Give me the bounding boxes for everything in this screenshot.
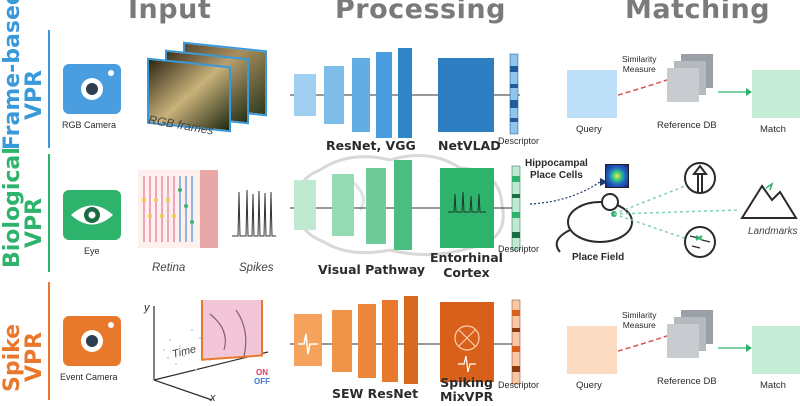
frame-layer-5: [398, 48, 412, 138]
spike-network-svg: [290, 296, 521, 385]
spike-mixvpr-block: [440, 302, 494, 382]
event-axis-x: x: [210, 392, 216, 404]
frame-query-label: Query: [576, 124, 602, 135]
separator-bio: [48, 154, 50, 272]
row-label-frame-line1: Frame-based: [0, 0, 25, 150]
map-icon: [684, 226, 716, 258]
eye-label: Eye: [84, 246, 100, 256]
row-label-bio: Biological VPR: [0, 147, 47, 268]
bio-network-label: Visual Pathway: [318, 262, 426, 277]
bio-cortex-label: Entorhinal Cortex: [430, 250, 503, 280]
spike-match-label: Match: [760, 380, 786, 391]
mountain-icon: [740, 184, 798, 219]
landmarks-label: Landmarks: [748, 226, 798, 237]
separator-spike: [48, 282, 50, 400]
event-camera-label: Event Camera: [60, 372, 118, 382]
retina-label: Retina: [152, 262, 186, 274]
event-off-label: OFF: [254, 377, 270, 386]
bio-cortex-block: [440, 168, 494, 248]
spike-match-square: [752, 326, 800, 374]
spike-query-square: [567, 326, 617, 374]
frame-match-label: Match: [760, 124, 786, 135]
header-matching: Matching: [625, 0, 771, 25]
spikes-label: Spikes: [239, 262, 274, 274]
spike-mixvpr-label: Spiking MixVPR: [440, 375, 494, 405]
spike-layer-3: [358, 304, 376, 378]
spike-layer-4: [382, 300, 398, 382]
frame-layer-3: [352, 58, 370, 132]
spike-layer-5: [404, 296, 418, 384]
event-frame: [201, 300, 263, 361]
frame-descriptor-label: Descriptor: [498, 136, 540, 146]
bio-layer-4: [394, 160, 412, 250]
bio-descriptor-bar: [511, 165, 521, 251]
frame-similarity-label: Similarity Measure: [622, 54, 657, 75]
frame-query-square: [567, 70, 617, 118]
bio-layer-2: [332, 174, 354, 236]
eye-icon: [63, 190, 121, 240]
spike-descriptor-bar: [511, 299, 521, 385]
event-volume: [153, 300, 269, 401]
row-label-bio-line2: VPR: [22, 197, 47, 248]
bio-descriptor-label: Descriptor: [498, 244, 540, 254]
frame-match-square: [752, 70, 800, 118]
event-on-label: ON: [256, 368, 268, 377]
frame-descriptor-bar: [509, 53, 519, 135]
place-field-label: Place Field: [572, 252, 625, 263]
separator-frame: [48, 30, 50, 148]
header-processing: Processing: [335, 0, 506, 25]
row-label-spike: Spike VPR: [0, 323, 47, 392]
rgb-camera-icon: [63, 64, 121, 114]
spike-layer-2: [332, 310, 352, 372]
bio-matching-svg: [530, 162, 798, 258]
frame-netvlad-label: NetVLAD: [438, 138, 501, 153]
row-label-spike-line2: VPR: [22, 331, 47, 382]
bio-layer-1: [294, 180, 316, 230]
frame-network-label: ResNet, VGG: [326, 138, 416, 153]
frame-layer-2: [324, 66, 344, 124]
bio-layer-3: [366, 168, 386, 244]
rgb-camera-label: RGB Camera: [62, 120, 117, 130]
spike-network-label: SEW ResNet: [332, 386, 419, 401]
frame-layer-4: [376, 52, 392, 138]
mouse-icon: [555, 193, 633, 253]
row-label-bio-line1: Biological: [0, 147, 25, 268]
tree-icon: [684, 162, 716, 194]
frame-network-svg: [290, 48, 520, 138]
spike-query-label: Query: [576, 380, 602, 391]
frame-refdb-stack: [667, 54, 715, 106]
event-axis-y: y: [144, 302, 150, 314]
frame-netvlad-block: [438, 58, 494, 132]
spike-match-arrow: [718, 344, 752, 352]
spikes-illustration: [232, 189, 276, 237]
spike-refdb-label: Reference DB: [657, 376, 717, 387]
frame-layer-1: [294, 74, 316, 116]
place-cell-heatmap: [605, 164, 629, 188]
header-input: Input: [128, 0, 212, 25]
row-label-spike-line1: Spike: [0, 323, 25, 392]
event-camera-icon: [63, 316, 121, 366]
row-label-frame-line2: VPR: [22, 69, 47, 120]
spike-layer-1: [294, 314, 322, 366]
spike-refdb-stack: [667, 310, 715, 362]
place-cells-label: Hippocampal Place Cells: [525, 158, 588, 181]
row-label-frame: Frame-based VPR: [0, 0, 47, 150]
frame-refdb-label: Reference DB: [657, 120, 717, 131]
frame-match-arrow: [718, 88, 752, 96]
spike-similarity-label: Similarity Measure: [622, 310, 657, 331]
spike-descriptor-label: Descriptor: [498, 380, 540, 390]
retina-illustration: [138, 170, 218, 248]
bio-network-svg: [290, 154, 521, 256]
